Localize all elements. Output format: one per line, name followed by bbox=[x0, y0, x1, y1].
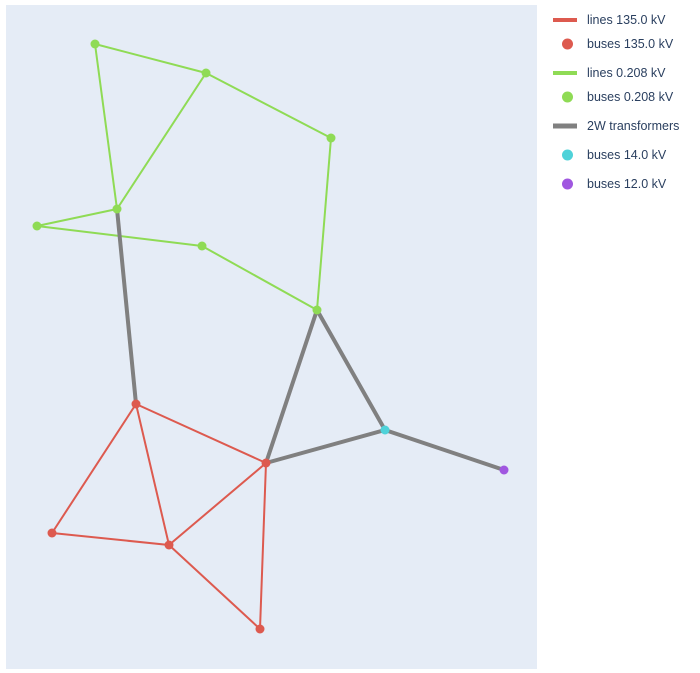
line-edge bbox=[51, 532, 170, 546]
line-edge bbox=[259, 462, 267, 630]
circle-marker-icon bbox=[550, 32, 580, 56]
bus-marker[interactable] bbox=[261, 458, 271, 468]
legend-label: buses 135.0 kV bbox=[587, 37, 674, 51]
legend-item-buses-0208kv[interactable]: buses 0.208 kV bbox=[550, 85, 698, 109]
legend-item-buses-14kv[interactable]: buses 14.0 kV bbox=[550, 143, 698, 167]
bus-marker[interactable] bbox=[90, 39, 100, 49]
transformer-edge bbox=[115, 207, 138, 406]
line-edge bbox=[135, 403, 170, 546]
bus-marker[interactable] bbox=[131, 399, 141, 409]
line-edge bbox=[316, 137, 332, 311]
line-edge bbox=[116, 72, 207, 210]
transformer-edge bbox=[315, 308, 387, 432]
circle-marker-icon bbox=[550, 143, 580, 167]
transformer-edge bbox=[383, 428, 506, 472]
bus-marker[interactable] bbox=[201, 68, 211, 78]
line-edge bbox=[205, 72, 332, 139]
legend-label: buses 12.0 kV bbox=[587, 177, 667, 191]
line-swatch-icon bbox=[550, 114, 580, 138]
line-edge bbox=[36, 208, 118, 227]
network-graph bbox=[32, 39, 509, 634]
circle-marker-icon bbox=[550, 85, 580, 109]
line-edge bbox=[135, 403, 267, 464]
legend: lines 135.0 kV buses 135.0 kV lines 0.20… bbox=[550, 8, 698, 196]
nodes-layer bbox=[32, 39, 509, 634]
legend-item-buses-12kv[interactable]: buses 12.0 kV bbox=[550, 172, 698, 196]
line-edge bbox=[94, 43, 207, 74]
bus-marker[interactable] bbox=[380, 425, 390, 435]
bus-marker[interactable] bbox=[499, 465, 509, 475]
transformer-edge bbox=[264, 428, 387, 465]
bus-marker[interactable] bbox=[164, 540, 174, 550]
line-edge bbox=[51, 403, 137, 534]
bus-marker[interactable] bbox=[112, 204, 122, 214]
edges-layer bbox=[36, 43, 506, 630]
legend-label: lines 135.0 kV bbox=[587, 13, 666, 27]
circle-marker-icon bbox=[550, 172, 580, 196]
legend-item-buses-135kv[interactable]: buses 135.0 kV bbox=[550, 32, 698, 56]
bus-marker[interactable] bbox=[32, 221, 42, 231]
line-swatch-icon bbox=[550, 8, 580, 32]
transformer-edge bbox=[264, 308, 319, 465]
legend-label: lines 0.208 kV bbox=[587, 66, 666, 80]
legend-item-2w-transformers[interactable]: 2W transformers bbox=[550, 114, 698, 138]
plot-area bbox=[6, 5, 537, 669]
line-edge bbox=[201, 245, 318, 311]
line-edge bbox=[168, 462, 267, 546]
legend-item-lines-135kv[interactable]: lines 135.0 kV bbox=[550, 8, 698, 32]
bus-marker[interactable] bbox=[255, 624, 265, 634]
bus-marker[interactable] bbox=[47, 528, 57, 538]
legend-label: buses 0.208 kV bbox=[587, 90, 674, 104]
bus-marker[interactable] bbox=[312, 305, 322, 315]
line-swatch-icon bbox=[550, 61, 580, 85]
legend-label: buses 14.0 kV bbox=[587, 148, 667, 162]
line-edge bbox=[168, 544, 261, 630]
bus-marker[interactable] bbox=[326, 133, 336, 143]
line-edge bbox=[94, 43, 118, 210]
legend-label: 2W transformers bbox=[587, 119, 680, 133]
legend-item-lines-0208kv[interactable]: lines 0.208 kV bbox=[550, 61, 698, 85]
bus-marker[interactable] bbox=[197, 241, 207, 251]
